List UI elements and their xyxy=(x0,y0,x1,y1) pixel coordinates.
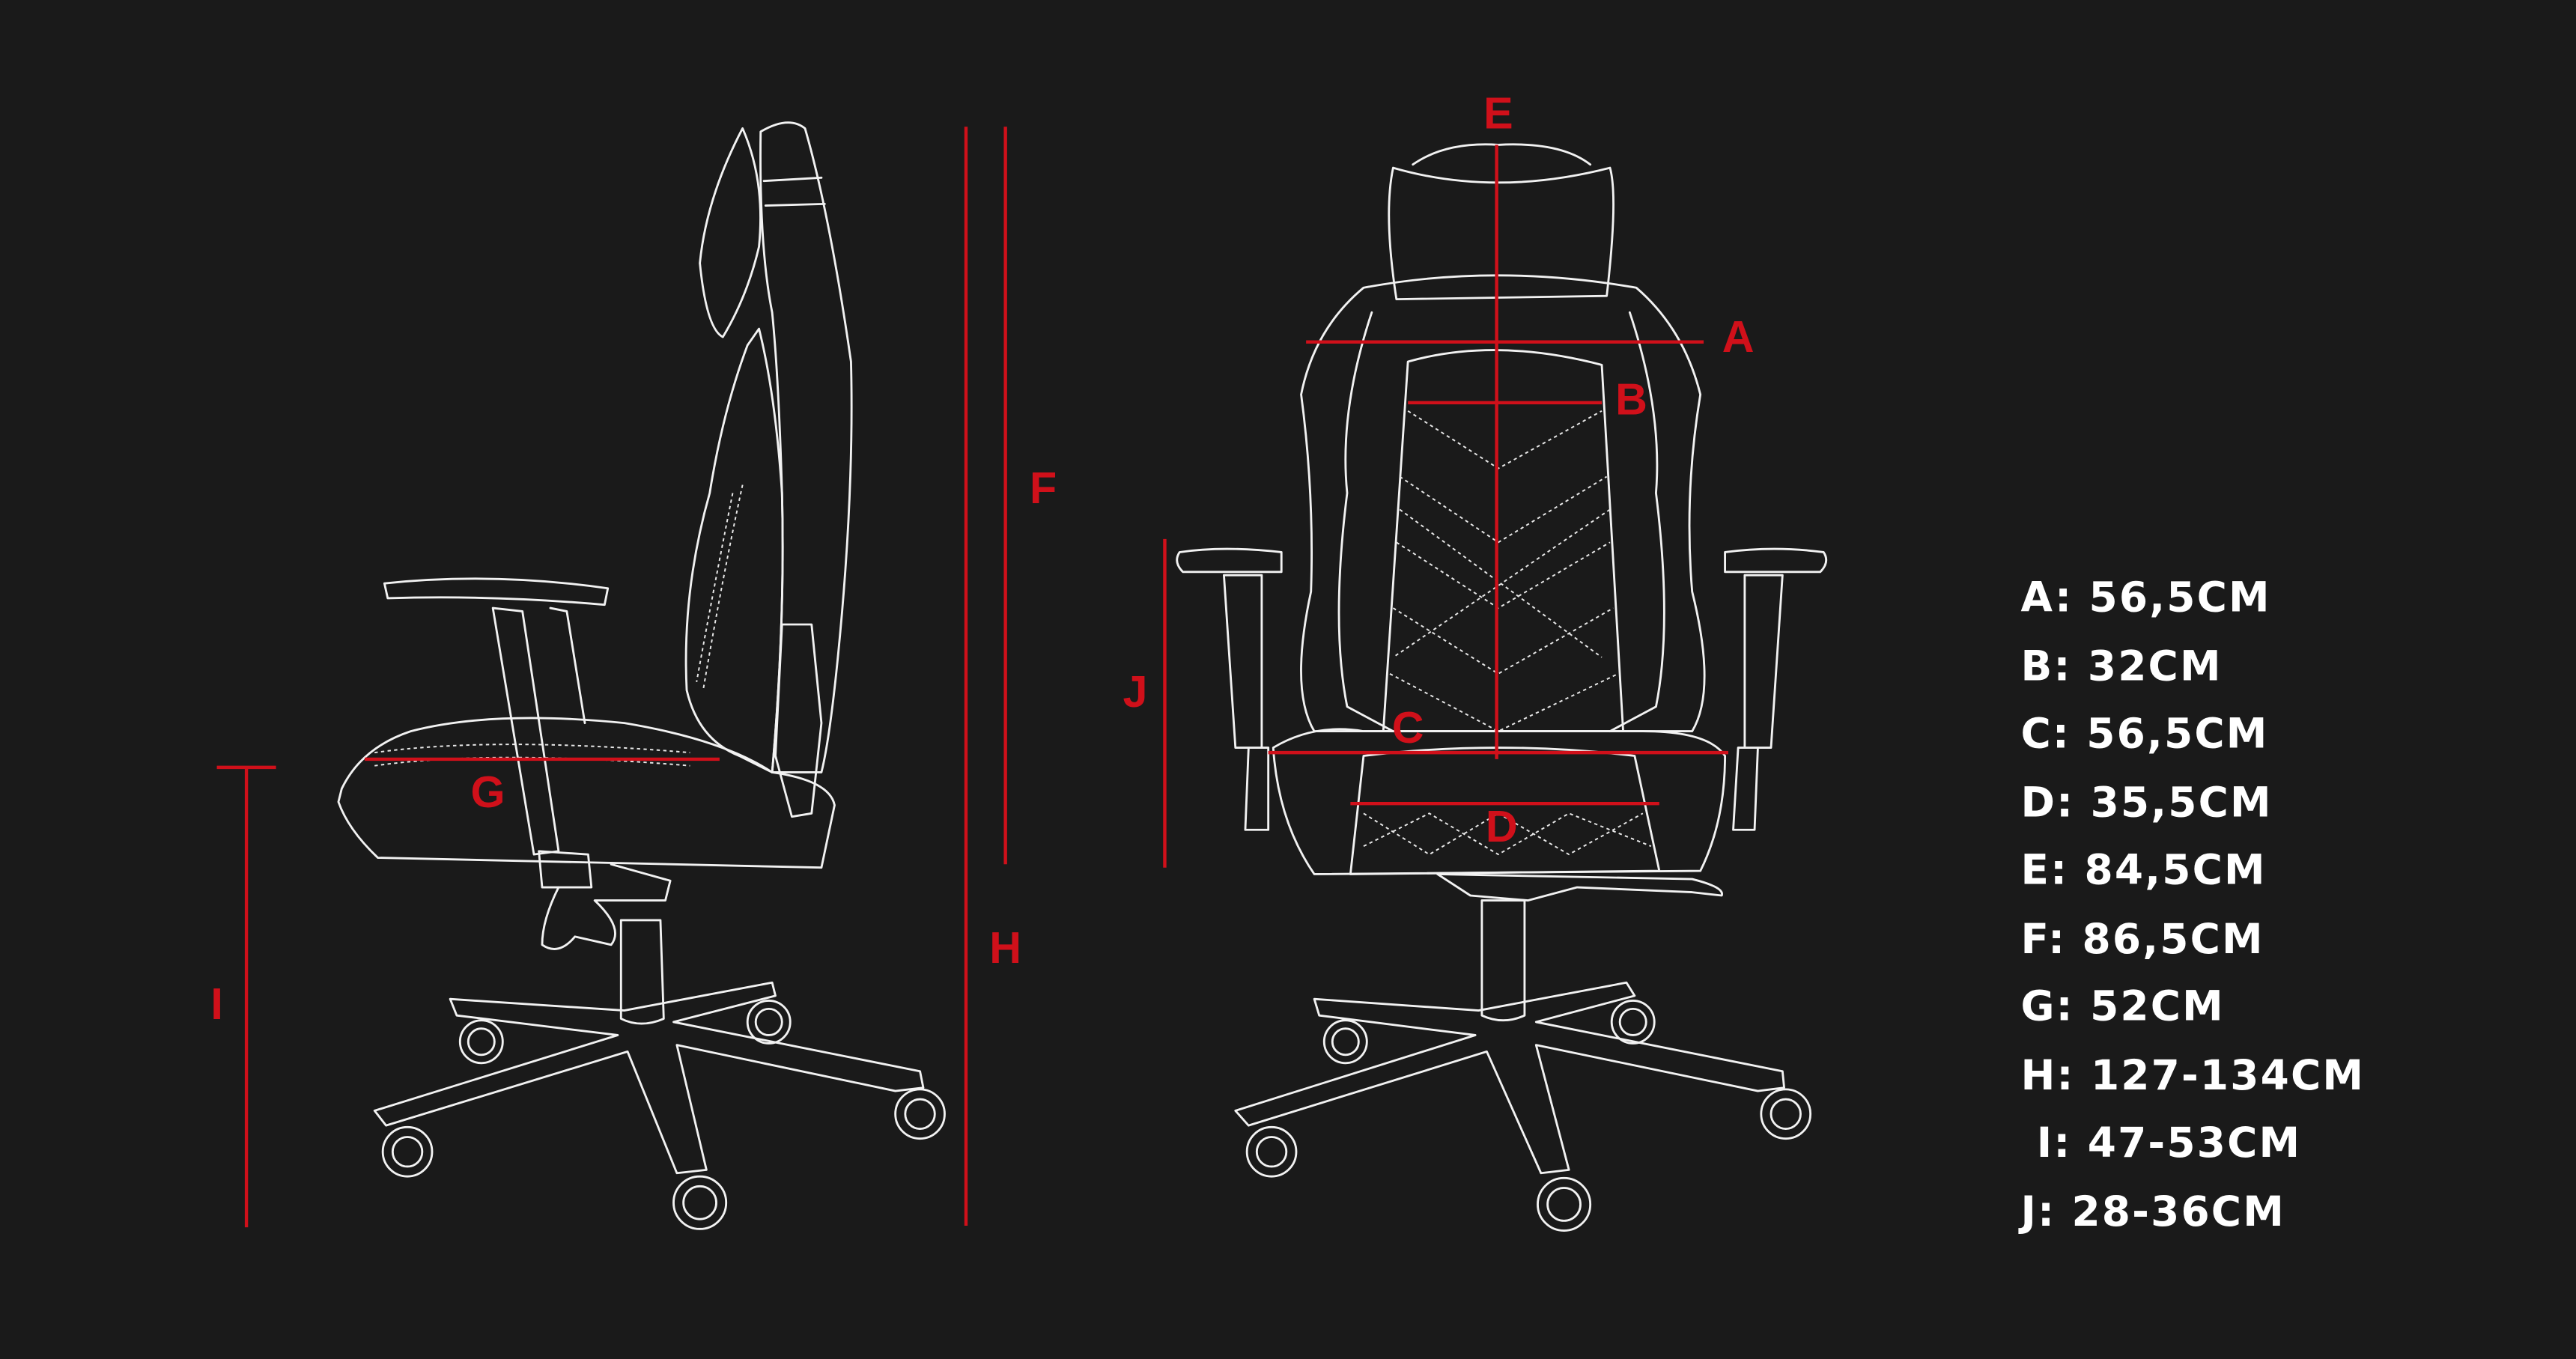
front-seat-quilting xyxy=(1363,812,1652,856)
dimensions-legend: A: 56,5CM B: 32CM C: 56,5CM D: 35,5CM E:… xyxy=(2017,573,2365,1235)
legend-item-d: D: 35,5CM xyxy=(2020,779,2272,827)
front-seat xyxy=(1272,728,1726,875)
label-c: C xyxy=(1392,702,1424,753)
label-b: B xyxy=(1615,374,1647,424)
side-seat xyxy=(337,717,836,869)
side-mechanism xyxy=(538,850,672,950)
label-i: I xyxy=(210,979,222,1029)
label-j: J xyxy=(1123,666,1148,717)
front-quilting xyxy=(1389,410,1619,732)
side-headrest-strap xyxy=(762,176,826,207)
side-casters xyxy=(381,999,946,1230)
front-armrest-left xyxy=(1176,547,1283,831)
front-backrest-outer xyxy=(1300,274,1706,733)
front-view-chair xyxy=(1176,143,1828,1232)
side-base xyxy=(373,981,925,1175)
side-backrest xyxy=(759,121,853,773)
front-mechanism xyxy=(1436,873,1723,902)
side-recline-lever xyxy=(774,623,823,818)
side-back-cushion xyxy=(684,327,784,773)
legend-item-g: G: 52CM xyxy=(2020,982,2224,1030)
front-backrest-wing-left xyxy=(1337,311,1394,733)
label-d: D xyxy=(1486,801,1518,851)
legend-item-a: A: 56,5CM xyxy=(2020,573,2270,621)
side-armrest-post xyxy=(491,606,586,856)
legend-item-j: J: 28-36CM xyxy=(2017,1188,2285,1235)
label-f: F xyxy=(1030,463,1057,513)
front-base xyxy=(1234,981,1785,1175)
legend-item-i: I: 47-53CM xyxy=(2020,1119,2301,1167)
legend-item-c: C: 56,5CM xyxy=(2020,710,2268,758)
legend-item-f: F: 86,5CM xyxy=(2020,915,2264,963)
legend-item-h: H: 127-134CM xyxy=(2020,1051,2365,1099)
side-headrest xyxy=(699,127,762,338)
side-gas-lift xyxy=(619,919,665,1025)
front-armrest-right xyxy=(1724,547,1828,831)
label-h: H xyxy=(989,922,1021,973)
label-e: E xyxy=(1483,88,1513,139)
legend-item-b: B: 32CM xyxy=(2020,642,2222,690)
side-seat-stitching xyxy=(374,744,690,767)
front-casters xyxy=(1245,999,1812,1232)
side-view-chair xyxy=(337,121,946,1230)
side-armrest-pad xyxy=(383,577,610,606)
label-a: A xyxy=(1722,311,1755,362)
front-gas-lift xyxy=(1480,899,1526,1022)
legend-item-e: E: 84,5CM xyxy=(2020,846,2266,894)
front-center-panel xyxy=(1382,349,1624,733)
side-back-stitching xyxy=(696,484,744,690)
label-g: G xyxy=(471,767,505,817)
front-backrest-wing-right xyxy=(1609,311,1665,733)
